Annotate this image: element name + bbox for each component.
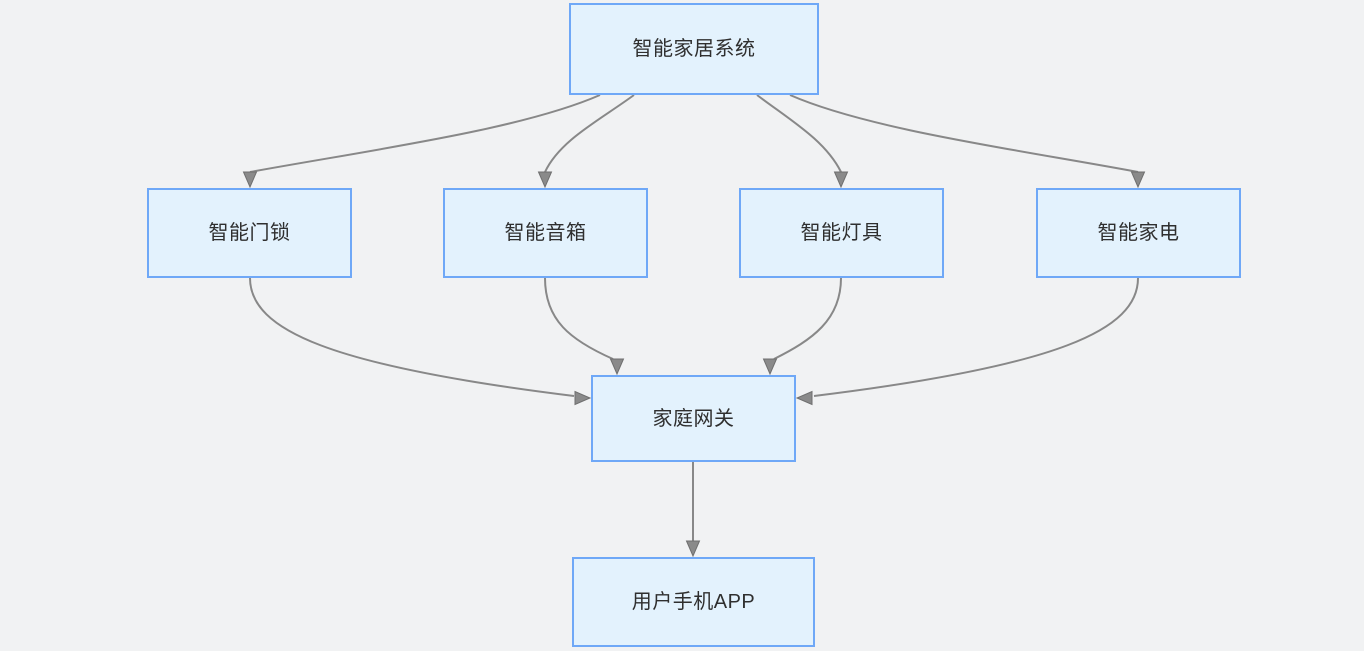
- arrow-head-icon: [609, 358, 625, 376]
- arrow-head-icon: [833, 171, 849, 189]
- arrow-head-icon: [242, 171, 258, 189]
- arrow-head-icon: [762, 358, 778, 376]
- node-label: 智能灯具: [800, 222, 883, 244]
- node-light[interactable]: 智能灯具: [739, 188, 944, 278]
- edge-line: [756, 94, 842, 173]
- node-label: 智能家居系统: [632, 38, 756, 60]
- node-label: 智能音箱: [504, 222, 587, 244]
- edge-line: [249, 94, 601, 173]
- edge-root-light: [756, 94, 849, 189]
- arrow-head-icon: [537, 171, 553, 189]
- node-gateway[interactable]: 家庭网关: [591, 375, 796, 462]
- node-label: 智能门锁: [208, 222, 291, 244]
- edge-root-appliance: [789, 94, 1146, 189]
- edge-line: [789, 94, 1139, 173]
- node-app[interactable]: 用户手机APP: [572, 557, 815, 647]
- node-speaker[interactable]: 智能音箱: [443, 188, 648, 278]
- edge-line: [544, 94, 635, 173]
- edge-line: [773, 277, 842, 360]
- edge-appliance-gateway: [795, 277, 1139, 406]
- arrow-head-icon: [1130, 171, 1146, 189]
- arrow-head-icon: [574, 390, 592, 406]
- arrow-head-icon: [795, 390, 813, 406]
- edge-line: [249, 277, 575, 397]
- edge-line: [813, 277, 1139, 397]
- edge-lock-gateway: [249, 277, 592, 406]
- node-label: 智能家电: [1097, 222, 1180, 244]
- edge-gateway-app: [685, 462, 701, 558]
- node-label: 用户手机APP: [631, 591, 756, 613]
- edge-root-speaker: [537, 94, 635, 189]
- node-label: 家庭网关: [652, 407, 735, 430]
- edge-light-gateway: [762, 277, 842, 376]
- node-root[interactable]: 智能家居系统: [569, 3, 819, 95]
- edge-root-lock: [242, 94, 601, 189]
- node-lock[interactable]: 智能门锁: [147, 188, 352, 278]
- arrow-head-icon: [685, 540, 701, 558]
- node-appliance[interactable]: 智能家电: [1036, 188, 1241, 278]
- edge-speaker-gateway: [544, 277, 625, 376]
- edge-line: [544, 277, 614, 360]
